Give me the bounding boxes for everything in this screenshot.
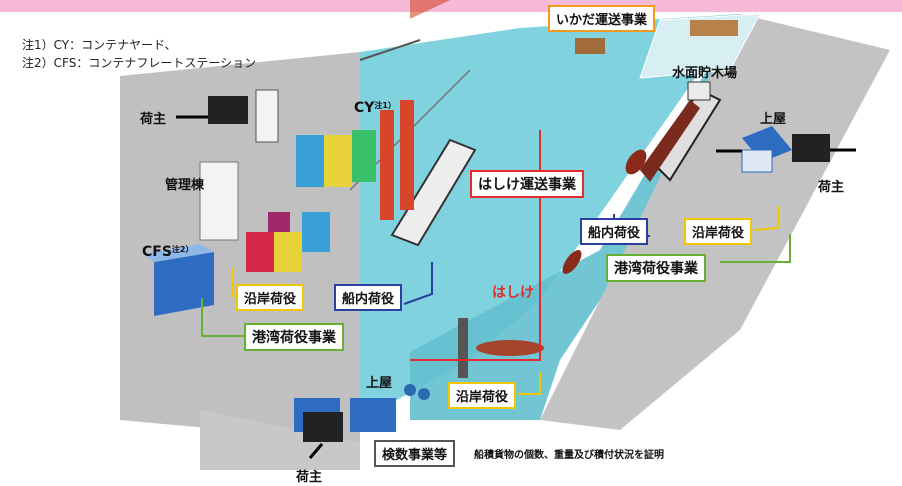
admin-building-label: 管理棟 — [165, 178, 205, 193]
cfs-label: CFS注2） — [142, 244, 194, 260]
cy-label: CY注1） — [354, 100, 396, 116]
port-right-bracket — [720, 234, 791, 263]
coastal-handling-left-box: 沿岸荷役 — [236, 284, 305, 311]
coastal-handling-bottom-box: 沿岸荷役 — [448, 382, 517, 409]
ikada-transport-box: いかだ運送事業 — [548, 5, 656, 32]
cfs-text: CFS — [142, 244, 172, 260]
cy-container-yard — [246, 130, 376, 272]
ship-right-hull — [640, 100, 700, 182]
container-stack — [410, 0, 450, 19]
ship-bridge — [687, 81, 711, 101]
top-accent-bar — [0, 0, 902, 12]
port-cargo-left-box: 港湾荷役事業 — [244, 323, 344, 351]
barge — [476, 340, 544, 356]
footnote-cfs: 注2）CFS：コンテナフレートステーション — [22, 56, 257, 70]
floating-crane — [458, 318, 468, 378]
timber-raft — [690, 20, 738, 36]
bottom-quay — [200, 410, 360, 470]
footnote-cy: 注1）CY：コンテナヤード、 — [22, 38, 177, 52]
water-area — [360, 14, 740, 420]
water-area-deep — [410, 14, 740, 420]
barge-small — [625, 149, 647, 175]
warehouse-right-front — [741, 149, 773, 173]
port-cargo-right-box: 港湾荷役事業 — [606, 254, 706, 282]
shipper-label-top-left: 荷主 — [140, 112, 167, 127]
shipper-label-right: 荷主 — [818, 180, 845, 195]
hashike-label: はしけ — [492, 285, 534, 301]
truck-top-left — [208, 96, 248, 124]
shipboard-handling-right-box: 船内荷役 — [580, 218, 649, 245]
worker-figure — [404, 384, 416, 396]
shipper-label-bottom: 荷主 — [296, 470, 323, 485]
worker-figure — [418, 388, 430, 400]
tally-business-box: 検数事業等 — [374, 440, 456, 467]
coastal-bottom-bracket — [518, 372, 541, 395]
truck-right — [792, 134, 830, 162]
warehouse-label-bottom: 上屋 — [366, 376, 393, 391]
container-ship — [390, 138, 477, 247]
coastal-handling-right-box: 沿岸荷役 — [684, 218, 753, 245]
barge-small — [562, 250, 582, 274]
gantry-crane — [400, 100, 414, 210]
hashike-region-line — [410, 130, 541, 361]
cfs-note-marker: 注2） — [171, 245, 194, 254]
gate-building — [255, 89, 279, 143]
shipboard-handling-left-box: 船内荷役 — [334, 284, 403, 311]
arrow-line — [308, 443, 324, 459]
rail-line — [359, 39, 421, 61]
truck-bottom — [303, 412, 343, 442]
coastal-right-bracket — [753, 206, 779, 231]
cfs-roof — [144, 244, 214, 262]
cy-note-marker: 注1） — [374, 101, 396, 110]
cy-text: CY — [354, 100, 375, 116]
shipboard-left-bracket — [403, 262, 433, 305]
timber-raft — [575, 38, 605, 54]
cfs-building — [154, 252, 214, 316]
warehouse-bottom-right — [350, 398, 396, 432]
admin-building — [199, 161, 239, 241]
hashike-transport-box: はしけ運送事業 — [470, 170, 584, 198]
gantry-crane — [380, 110, 394, 220]
tally-caption: 船積貨物の個数、重量及び積付状況を証明 — [474, 450, 664, 461]
warehouse-label-right: 上屋 — [760, 112, 787, 127]
port-left-bracket — [201, 298, 252, 337]
timber-pond-label: 水面貯木場 — [672, 66, 738, 81]
